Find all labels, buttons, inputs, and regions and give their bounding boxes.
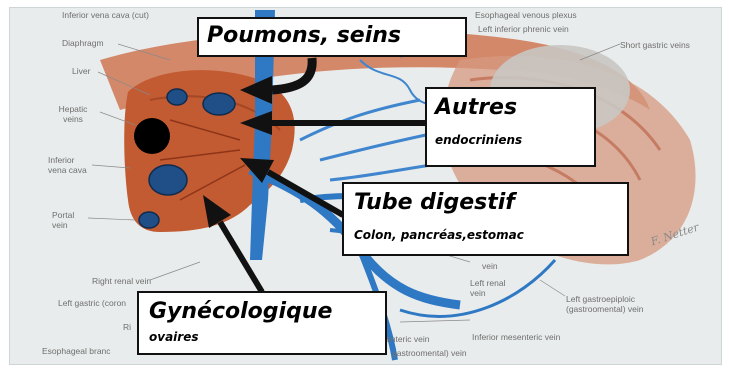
label-hepatic-veins: Hepatic veins <box>52 104 94 124</box>
label-liver: Liver <box>72 66 90 76</box>
label-right-partial: Ri <box>123 322 131 332</box>
label-portal-vein: Portal vein <box>52 210 88 230</box>
callout-poumons-seins: Poumons, seins <box>197 17 467 57</box>
callout-tube-title: Tube digestif <box>354 190 627 216</box>
label-short-gastric-veins: Short gastric veins <box>620 40 690 50</box>
callout-autres-subtitle: endocriniens <box>435 133 594 148</box>
callout-autres: Autres endocriniens <box>425 87 596 167</box>
label-esophageal-branch: Esophageal branc <box>42 346 111 356</box>
label-diaphragm: Diaphragm <box>62 38 104 48</box>
callout-gynecologique: Gynécologique ovaires <box>137 291 387 355</box>
metastasis-3 <box>149 165 187 195</box>
label-mesenteric-partial: enteric vein <box>386 334 429 344</box>
label-left-renal-vein: Left renal vein <box>470 278 510 298</box>
label-left-gastric-coronary: Left gastric (coron <box>58 298 126 308</box>
label-left-inferior-phrenic-vein: Left inferior phrenic vein <box>478 24 569 34</box>
callout-tube-subtitle: Colon, pancréas,estomac <box>354 228 627 243</box>
label-left-gastroepiploic-vein: Left gastroepiploic (gastroomental) vein <box>566 294 681 314</box>
callout-gyneco-title: Gynécologique <box>149 299 385 325</box>
metastasis-1 <box>167 89 187 105</box>
metastasis-4 <box>139 212 159 228</box>
label-right-renal-vein: Right renal vein <box>92 276 151 286</box>
callout-poumons-title: Poumons, seins <box>207 23 465 49</box>
label-gastroomental-partial: gastroomental) vein <box>392 348 467 358</box>
label-inferior-vena-cava: Inferior vena cava <box>48 155 88 175</box>
callout-autres-title: Autres <box>435 95 594 121</box>
metastasis-2 <box>203 93 235 115</box>
label-inferior-mesenteric-vein: Inferior mesenteric vein <box>472 332 560 342</box>
callout-tube-digestif: Tube digestif Colon, pancréas,estomac <box>342 182 629 256</box>
callout-gyneco-subtitle: ovaires <box>149 330 385 345</box>
label-inferior-vena-cava-cut: Inferior vena cava (cut) <box>62 10 149 20</box>
label-esophageal-venous-plexus: Esophageal venous plexus <box>475 10 577 20</box>
label-vein-partial: vein <box>482 261 498 271</box>
metastasis-large-black <box>134 118 170 154</box>
